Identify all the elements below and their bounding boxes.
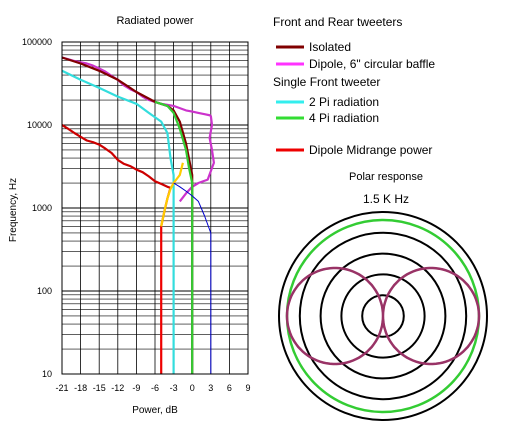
y-tick-label: 100 [37,286,52,296]
series-layer [61,56,215,374]
series-line-4 [154,100,194,374]
series-line-8 [173,182,212,374]
y-axis-ticks: 100000 10000 1000 100 10 [22,37,52,379]
x-tick-label: -21 [55,383,68,393]
legend: Front and Rear tweeters Isolated Dipole,… [273,15,435,157]
legend-label-dipole-baffle: Dipole, 6" circular baffle [309,57,435,71]
x-tick-label: -6 [151,383,159,393]
legend-label-isolated: Isolated [309,40,351,54]
main-chart: Radiated power -21 -18 -15 -12 -9 -6 -3 0 3 6 9 10… [8,15,251,416]
polar-chart: Polar response 1.5 K Hz [278,171,488,421]
x-tick-label: 0 [190,383,195,393]
legend-label-4pi: 4 Pi radiation [309,111,379,125]
y-tick-label: 10000 [27,120,52,130]
series-line-5 [61,124,171,189]
y-tick-label: 1000 [32,203,52,213]
x-tick-label: -15 [93,383,106,393]
grid [61,42,249,375]
polar-series-layer [285,218,481,414]
polar-ring-2 [340,273,426,359]
legend-heading-2: Single Front tweeter [273,75,380,89]
y-tick-label: 100000 [22,37,52,47]
x-axis-ticks: -21 -18 -15 -12 -9 -6 -3 0 3 6 9 [55,383,250,393]
x-tick-label: -3 [170,383,178,393]
polar-ring-5 [278,211,488,421]
x-tick-label: -18 [74,383,87,393]
y-axis-label: Frequency, Hz [8,178,19,242]
chart-title: Radiated power [116,15,193,27]
polar-title: Polar response [349,171,423,183]
x-tick-label: 6 [227,383,232,393]
series-line-7 [160,162,184,227]
polar-rings [278,211,488,421]
polar-ring-3 [319,252,447,380]
x-tick-label: -12 [111,383,124,393]
y-tick-label: 10 [42,369,52,379]
polar-series-dipole [285,266,481,366]
x-tick-label: -9 [132,383,140,393]
series-line-1 [178,115,215,203]
polar-subtitle: 1.5 K Hz [363,192,409,206]
x-tick-label: 3 [208,383,213,393]
polar-ring-1 [361,294,405,338]
legend-label-midrange: Dipole Midrange power [309,143,432,157]
series-line-3 [61,69,175,374]
x-tick-label: 9 [245,383,250,393]
legend-label-2pi: 2 Pi radiation [309,95,379,109]
x-axis-label: Power, dB [132,405,178,416]
polar-ring-4 [298,231,468,401]
legend-heading-1: Front and Rear tweeters [273,15,402,29]
plot-frame [61,41,249,375]
